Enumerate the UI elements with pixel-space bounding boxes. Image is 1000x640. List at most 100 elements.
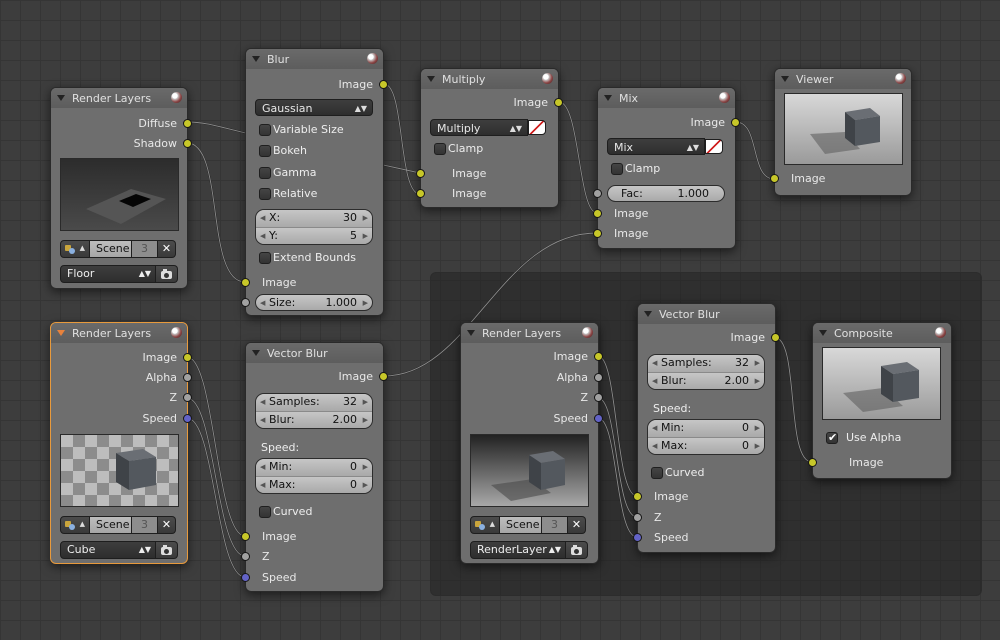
node-header[interactable]: Vector Blur [638, 304, 775, 324]
preview-sphere-icon[interactable] [171, 92, 182, 103]
render-camera-icon[interactable] [156, 265, 178, 283]
collapse-arrow-icon[interactable] [57, 330, 65, 336]
input-socket-image-2[interactable] [416, 189, 425, 198]
node-header[interactable]: Render Layers [51, 323, 187, 343]
node-header[interactable]: Multiply [421, 69, 558, 89]
blur-field[interactable]: ◀Blur:2.00▶ [256, 411, 372, 428]
use-alpha-checkbox[interactable]: ✔Use Alpha [822, 430, 901, 446]
scene-name[interactable]: Scene [90, 240, 132, 258]
blend-mode-dropdown[interactable]: Multiply▲▼ [430, 119, 528, 136]
collapse-arrow-icon[interactable] [427, 76, 435, 82]
unlink-scene-icon[interactable]: ✕ [158, 516, 176, 534]
checkbox-box[interactable] [651, 467, 663, 479]
output-socket-shadow[interactable] [183, 139, 192, 148]
unlink-scene-icon[interactable]: ✕ [158, 240, 176, 258]
layer-selector[interactable]: Floor▲▼ [60, 265, 178, 283]
scene-selector[interactable]: ▲ Scene 3 ✕ [60, 240, 176, 258]
output-socket-image[interactable] [379, 372, 388, 381]
curved-checkbox[interactable]: Curved [647, 465, 704, 481]
min-field[interactable]: ◀Min:0▶ [648, 420, 764, 437]
preview-sphere-icon[interactable] [542, 73, 553, 84]
mix-node[interactable]: Mix Image Mix▲▼ Clamp Fac:1.000 Image Im… [593, 87, 740, 249]
node-header[interactable]: Blur [246, 49, 383, 69]
output-socket-image[interactable] [554, 98, 563, 107]
output-socket-z[interactable] [594, 393, 603, 402]
use-alpha-toggle-icon[interactable] [528, 120, 546, 135]
node-header[interactable]: Render Layers [51, 88, 187, 108]
input-socket-z[interactable] [633, 513, 642, 522]
preview-sphere-icon[interactable] [171, 327, 182, 338]
render-camera-icon[interactable] [156, 541, 178, 559]
input-socket-fac[interactable] [593, 189, 602, 198]
input-socket-speed[interactable] [241, 573, 250, 582]
blur-node[interactable]: Blur Image Gaussian▲▼ Variable Size Boke… [241, 48, 388, 316]
clamp-checkbox[interactable]: Clamp [430, 141, 483, 157]
layer-selector[interactable]: RenderLayer▲▼ [470, 541, 588, 559]
input-socket-image-2[interactable] [593, 229, 602, 238]
use-alpha-toggle-icon[interactable] [705, 139, 723, 154]
checkbox-box[interactable] [259, 145, 271, 157]
vector-blur-node-1[interactable]: Vector Blur Image ◀Samples:32▶ ◀Blur:2.0… [241, 342, 388, 592]
variable-size-checkbox[interactable]: Variable Size [255, 122, 344, 138]
output-socket-z[interactable] [183, 393, 192, 402]
output-socket-image[interactable] [731, 118, 740, 127]
layer-dropdown[interactable]: Floor▲▼ [60, 265, 156, 283]
scene-selector[interactable]: ▲ Scene 3 ✕ [60, 516, 176, 534]
viewer-node[interactable]: Viewer Image [770, 68, 912, 196]
node-header[interactable]: Viewer [775, 69, 911, 89]
scene-name[interactable]: Scene [90, 516, 132, 534]
input-socket-image[interactable] [633, 492, 642, 501]
input-socket-image-1[interactable] [416, 169, 425, 178]
layer-selector[interactable]: Cube▲▼ [60, 541, 178, 559]
filter-type-dropdown[interactable]: Gaussian▲▼ [255, 99, 373, 116]
min-field[interactable]: ◀Min:0▶ [256, 459, 372, 476]
collapse-arrow-icon[interactable] [781, 76, 789, 82]
curved-checkbox[interactable]: Curved [255, 504, 312, 520]
output-socket-image[interactable] [379, 80, 388, 89]
vector-blur-node-2[interactable]: Vector Blur Image ◀Samples:32▶ ◀Blur:2.0… [633, 303, 780, 553]
extend-bounds-checkbox[interactable]: Extend Bounds [255, 250, 356, 266]
scene-selector[interactable]: ▲ Scene 3 ✕ [470, 516, 586, 534]
output-socket-image[interactable] [183, 353, 192, 362]
blend-mode-dropdown[interactable]: Mix▲▼ [607, 138, 705, 155]
samples-field[interactable]: ◀Samples:32▶ [256, 394, 372, 411]
render-layers-floor-node[interactable]: Render Layers Diffuse Shadow ▲ Scene 3 ✕… [50, 87, 192, 289]
output-socket-diffuse[interactable] [183, 119, 192, 128]
collapse-arrow-icon[interactable] [644, 311, 652, 317]
output-socket-speed[interactable] [594, 414, 603, 423]
size-field[interactable]: ◀Size:1.000▶ [255, 294, 373, 311]
checkbox-box[interactable] [259, 188, 271, 200]
node-header[interactable]: Composite [813, 323, 951, 343]
clamp-checkbox[interactable]: Clamp [607, 161, 660, 177]
output-socket-alpha[interactable] [594, 373, 603, 382]
preview-sphere-icon[interactable] [935, 327, 946, 338]
x-field[interactable]: ◀X:30▶ [256, 210, 372, 227]
render-layers-main-node[interactable]: Render Layers Image Alpha Z Speed ▲ Scen… [460, 322, 603, 564]
node-header[interactable]: Mix [598, 88, 735, 108]
scene-name[interactable]: Scene [500, 516, 542, 534]
output-socket-alpha[interactable] [183, 373, 192, 382]
output-socket-image[interactable] [594, 352, 603, 361]
checkbox-box[interactable] [259, 252, 271, 264]
checkbox-box[interactable] [259, 506, 271, 518]
checkbox-box[interactable] [259, 124, 271, 136]
input-socket-image[interactable] [241, 532, 250, 541]
fac-field[interactable]: Fac:1.000 [607, 185, 725, 202]
node-header[interactable]: Render Layers [461, 323, 598, 343]
input-socket-image[interactable] [241, 278, 250, 287]
output-socket-image[interactable] [771, 333, 780, 342]
checkbox-box[interactable] [434, 143, 446, 155]
collapse-arrow-icon[interactable] [252, 350, 260, 356]
preview-sphere-icon[interactable] [582, 327, 593, 338]
layer-dropdown[interactable]: RenderLayer▲▼ [470, 541, 566, 559]
render-layers-cube-node[interactable]: Render Layers Image Alpha Z Speed ▲ Scen… [50, 322, 192, 564]
layer-dropdown[interactable]: Cube▲▼ [60, 541, 156, 559]
preview-sphere-icon[interactable] [719, 92, 730, 103]
input-socket-image[interactable] [770, 174, 779, 183]
checkbox-box[interactable] [259, 167, 271, 179]
gamma-checkbox[interactable]: Gamma [255, 165, 316, 181]
checkbox-box[interactable] [611, 163, 623, 175]
composite-node[interactable]: Composite ✔Use Alpha Image [808, 322, 952, 479]
input-socket-z[interactable] [241, 552, 250, 561]
input-socket-image-1[interactable] [593, 209, 602, 218]
